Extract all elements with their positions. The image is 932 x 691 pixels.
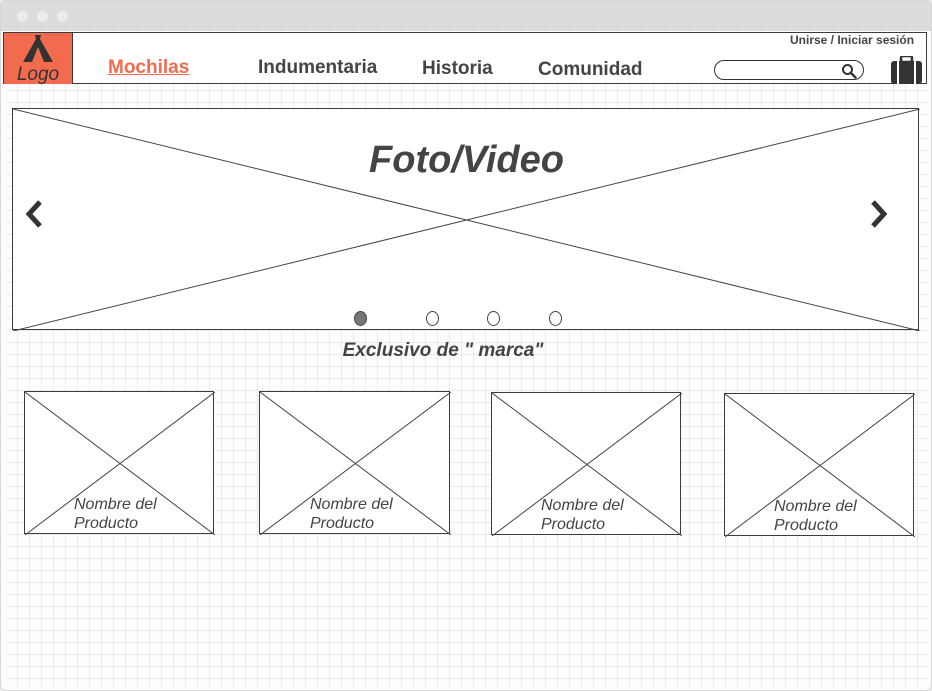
site-header <box>3 32 927 84</box>
hero-carousel[interactable]: Foto/Video <box>12 108 920 331</box>
suitcase-icon[interactable] <box>891 56 922 84</box>
nav-item-comunidad[interactable]: Comunidad <box>538 59 643 80</box>
product-card[interactable]: Nombre del Producto <box>259 391 451 535</box>
product-name-line: Producto <box>74 515 139 532</box>
product-card[interactable]: Nombre del Producto <box>491 392 682 536</box>
login-link[interactable]: Unirse / Iniciar sesión <box>790 33 915 47</box>
logo[interactable]: Logo <box>4 33 73 85</box>
image-placeholder <box>25 392 215 535</box>
image-placeholder <box>13 109 920 331</box>
carousel-dot-3[interactable] <box>487 311 500 326</box>
nav-item-indumentaria[interactable]: Indumentaria <box>258 57 378 78</box>
magnifier-icon[interactable] <box>841 63 857 79</box>
product-name: Nombre del Producto <box>541 496 671 534</box>
image-placeholder <box>492 393 682 536</box>
logo-label: Logo <box>16 64 60 85</box>
product-card[interactable]: Nombre del Producto <box>724 393 915 537</box>
product-name: Nombre del Producto <box>310 495 440 533</box>
carousel-dot-4[interactable] <box>549 311 562 326</box>
nav-item-mochilas[interactable]: Mochilas <box>108 57 190 78</box>
image-placeholder <box>260 392 451 535</box>
window-control-dot[interactable] <box>37 11 48 22</box>
product-name: Nombre del Producto <box>774 497 904 535</box>
product-name-line: Producto <box>541 516 606 533</box>
nav-item-historia[interactable]: Historia <box>422 58 493 79</box>
product-name-line: Nombre del <box>74 496 157 513</box>
search-box[interactable] <box>714 60 864 80</box>
product-name-line: Nombre del <box>774 498 857 515</box>
chevron-left-icon[interactable] <box>23 199 45 229</box>
carousel-dot-2[interactable] <box>426 311 439 326</box>
window-control-dot[interactable] <box>17 11 28 22</box>
section-title: Exclusivo de " marca" <box>342 340 544 361</box>
product-name-line: Nombre del <box>541 497 624 514</box>
hero-title: Foto/Video <box>369 139 564 181</box>
carousel-dot-1[interactable] <box>354 311 367 326</box>
tent-icon <box>23 35 53 62</box>
product-name-line: Nombre del <box>310 496 393 513</box>
product-name: Nombre del Producto <box>74 495 204 533</box>
chevron-right-icon[interactable] <box>868 199 890 229</box>
product-card[interactable]: Nombre del Producto <box>24 391 215 535</box>
window-titlebar <box>1 1 931 31</box>
image-placeholder <box>725 394 915 537</box>
product-name-line: Producto <box>310 515 375 532</box>
product-name-line: Producto <box>774 517 839 534</box>
window-control-dot[interactable] <box>57 11 68 22</box>
search-input[interactable] <box>723 62 841 77</box>
